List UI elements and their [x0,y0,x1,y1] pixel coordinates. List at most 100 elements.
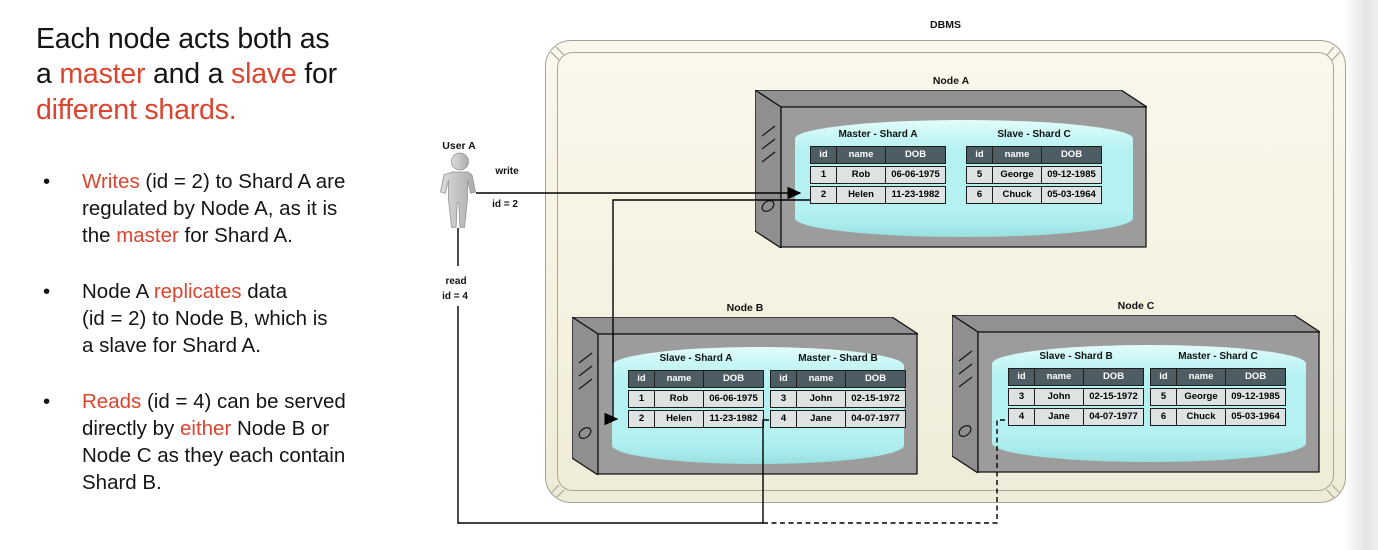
bullet-replicates: • Node A replicates data (id = 2) to Node… [36,278,476,359]
table-header-cell: DOB [703,370,764,388]
table-cell: 05-03-1964 [1041,186,1102,204]
table-cell: Rob [654,390,704,408]
plain-text: Each node acts both as a [36,23,330,91]
table-cell: Helen [654,410,704,428]
table-cell: 04-07-1977 [845,410,906,428]
highlight-text: Reads [82,390,142,414]
intro-text-block: Each node acts both as a master and a sl… [36,22,476,525]
table-cell: 1 [810,166,837,184]
highlight-text: Writes [82,169,140,193]
table-cell: 1 [628,390,655,408]
plain-text: Node A [82,280,154,304]
table-title: Master - Shard A [838,129,918,140]
table-header-cell: DOB [1041,146,1102,164]
table-cell: George [1176,388,1226,406]
table-cell: 6 [1150,408,1177,426]
table-cell: 3 [770,390,797,408]
user-a-label: User A [442,140,476,152]
table-cell: Helen [836,186,886,204]
table-header-cell: name [992,146,1042,164]
highlight-text: different shards. [36,93,237,126]
table-cell: 06-06-1975 [885,166,946,184]
table-header-cell: name [1176,368,1226,386]
table-cell: Rob [836,166,886,184]
table-cell: 05-03-1964 [1225,408,1286,426]
plain-text: for [304,58,337,91]
bullet-writes: •Writes (id = 2) to Shard A are regulate… [36,168,476,249]
table-header-cell: id [770,370,797,388]
node-b-label: Node B [726,302,764,314]
table-header-cell: DOB [1083,368,1144,386]
table-cell: George [992,166,1042,184]
plain-text: Node B or Node C as they each contain Sh… [82,417,346,495]
table-cell: 4 [1008,408,1035,426]
table-header-cell: name [796,370,846,388]
node-a: Node A Master - Shard A Slave - Shard C … [755,75,1147,248]
table-header-cell: id [1008,368,1035,386]
table-cell: 11-23-1982 [703,410,764,428]
dbms-title: DBMS [930,19,961,31]
user-icon [440,152,476,228]
highlight-text: master [116,224,179,248]
read-label: read [445,276,467,287]
table-cell: 2 [810,186,837,204]
node-c: Node C Slave - Shard B Master - Shard C … [952,300,1320,473]
vent-lines-icon [761,125,776,163]
highlight-text: master [59,58,146,91]
plain-text: and a [145,58,232,91]
plain-text: data (id = 2) to Node B, which is a slav… [82,280,328,358]
table-cell: 5 [1150,388,1177,406]
plain-text: for Shard A. [178,224,293,248]
table-cell: Jane [1034,408,1084,426]
table-title: Master - Shard B [798,353,878,364]
read-id-label: id = 4 [442,291,468,302]
table-header-cell: name [1034,368,1084,386]
node-b: Node B Slave - Shard A Master - Shard B … [572,302,918,475]
table-header-cell: id [810,146,837,164]
table-header-cell: DOB [1225,368,1286,386]
table-title: Slave - Shard C [997,129,1071,140]
node-a-label: Node A [932,75,970,87]
table-cell: 3 [1008,388,1035,406]
table-title: Slave - Shard A [659,353,733,364]
table-cell: Jane [796,410,846,428]
write-label: write [495,166,519,177]
table-cell: 09-12-1985 [1225,388,1286,406]
bullet-dot: • [43,280,51,304]
table-title: Master - Shard C [1178,351,1258,362]
highlight-text: either [179,417,232,441]
vent-lines-icon [958,350,973,388]
table-header-cell: id [1150,368,1177,386]
table-cell: 6 [966,186,993,204]
table-header-cell: name [836,146,886,164]
write-id-label: id = 2 [492,199,518,210]
page-title: Each node acts both as a master and a sl… [36,22,476,128]
highlight-text: slave [231,58,297,91]
table-header-cell: DOB [885,146,946,164]
table-header-cell: id [966,146,993,164]
bullet-reads: •Reads (id = 4) can be served directly b… [36,388,476,496]
highlight-text: replicates [153,280,242,304]
node-c-label: Node C [1117,300,1155,312]
